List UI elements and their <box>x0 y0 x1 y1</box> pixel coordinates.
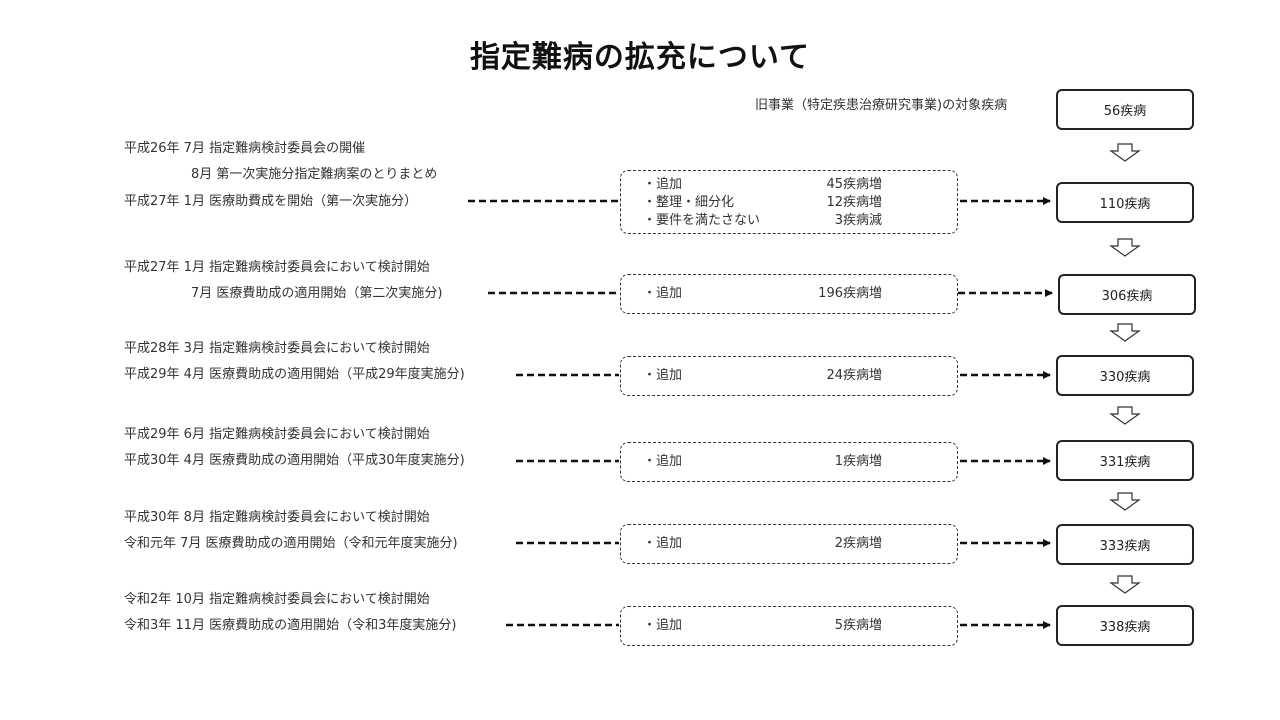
stage-1-event-3: 平成27年 1月 医療助費成を開始（第一次実施分） <box>124 194 418 209</box>
stage-5-event-2: 令和元年 7月 医療費助成の適用開始（令和元年度実施分) <box>124 536 458 551</box>
stage-5-change-box: ・追加 2疾病増 <box>620 524 958 564</box>
stage-3-change-1-label: ・追加 <box>643 368 683 383</box>
down-arrow-icon <box>1109 492 1141 511</box>
stage-1-change-box: ・追加 45疾病増 ・整理・細分化 12疾病増 ・要件を満たさない 3疾病減 <box>620 170 958 234</box>
stage-5-event-1: 平成30年 8月 指定難病検討委員会において検討開始 <box>124 510 430 525</box>
stage-2-change-1-label: ・追加 <box>643 286 683 301</box>
stage-4-change-1-label: ・追加 <box>643 454 683 469</box>
stage-1-event-1: 平成26年 7月 指定難病検討委員会の開催 <box>124 141 366 156</box>
stage-5-count: 333疾病 <box>1099 539 1151 554</box>
stage-6-count-box: 338疾病 <box>1056 605 1194 646</box>
stage-4-count: 331疾病 <box>1099 455 1151 470</box>
stage-4-change-1-value: 1疾病増 <box>834 454 882 469</box>
stage-5-change-1-label: ・追加 <box>643 536 683 551</box>
stage-1-event-2: 8月 第一次実施分指定難病案のとりまとめ <box>191 167 438 182</box>
stage-5-count-box: 333疾病 <box>1056 524 1194 565</box>
stage-2-count-box: 306疾病 <box>1058 274 1196 315</box>
stage-4-event-1: 平成29年 6月 指定難病検討委員会において検討開始 <box>124 427 430 442</box>
stage-1-change-2-label: ・整理・細分化 <box>643 195 735 210</box>
stage-6-event-1: 令和2年 10月 指定難病検討委員会において検討開始 <box>124 592 430 607</box>
down-arrow-icon <box>1109 323 1141 342</box>
stage-2-event-1: 平成27年 1月 指定難病検討委員会において検討開始 <box>124 260 430 275</box>
former-count-box: 56疾病 <box>1056 89 1194 130</box>
stage-3-change-box: ・追加 24疾病増 <box>620 356 958 396</box>
stage-1-count: 110疾病 <box>1099 197 1151 212</box>
stage-2-count: 306疾病 <box>1101 289 1153 304</box>
down-arrow-icon <box>1109 406 1141 425</box>
stage-1-change-2-value: 12疾病増 <box>826 195 882 210</box>
stage-6-change-1-value: 5疾病増 <box>834 618 882 633</box>
down-arrow-icon <box>1109 143 1141 162</box>
stage-1-change-1-label: ・追加 <box>643 177 683 192</box>
stage-6-change-1-label: ・追加 <box>643 618 683 633</box>
stage-6-event-2: 令和3年 11月 医療費助成の適用開始（令和3年度実施分) <box>124 618 457 633</box>
stage-1-count-box: 110疾病 <box>1056 182 1194 223</box>
stage-6-count: 338疾病 <box>1099 620 1151 635</box>
stage-4-event-2: 平成30年 4月 医療費助成の適用開始（平成30年度実施分) <box>124 453 465 468</box>
stage-3-event-2: 平成29年 4月 医療費助成の適用開始（平成29年度実施分) <box>124 367 465 382</box>
stage-1-change-1-value: 45疾病増 <box>826 177 882 192</box>
stage-3-change-1-value: 24疾病増 <box>826 368 882 383</box>
stage-3-count: 330疾病 <box>1099 370 1151 385</box>
stage-4-count-box: 331疾病 <box>1056 440 1194 481</box>
down-arrow-icon <box>1109 575 1141 594</box>
former-count: 56疾病 <box>1103 104 1147 119</box>
stage-1-change-3-label: ・要件を満たさない <box>643 213 761 228</box>
stage-4-change-box: ・追加 1疾病増 <box>620 442 958 482</box>
stage-2-event-2: 7月 医療費助成の適用開始（第二次実施分) <box>191 286 443 301</box>
stage-3-count-box: 330疾病 <box>1056 355 1194 396</box>
stage-3-event-1: 平成28年 3月 指定難病検討委員会において検討開始 <box>124 341 430 356</box>
stage-1-change-3-value: 3疾病減 <box>834 213 882 228</box>
former-program-label: 旧事業（特定疾患治療研究事業)の対象疾病 <box>755 98 1008 113</box>
page-title: 指定難病の拡充について <box>469 40 811 75</box>
stage-2-change-box: ・追加 196疾病増 <box>620 274 958 314</box>
stage-6-change-box: ・追加 5疾病増 <box>620 606 958 646</box>
stage-5-change-1-value: 2疾病増 <box>834 536 882 551</box>
stage-2-change-1-value: 196疾病増 <box>818 286 882 301</box>
down-arrow-icon <box>1109 238 1141 257</box>
